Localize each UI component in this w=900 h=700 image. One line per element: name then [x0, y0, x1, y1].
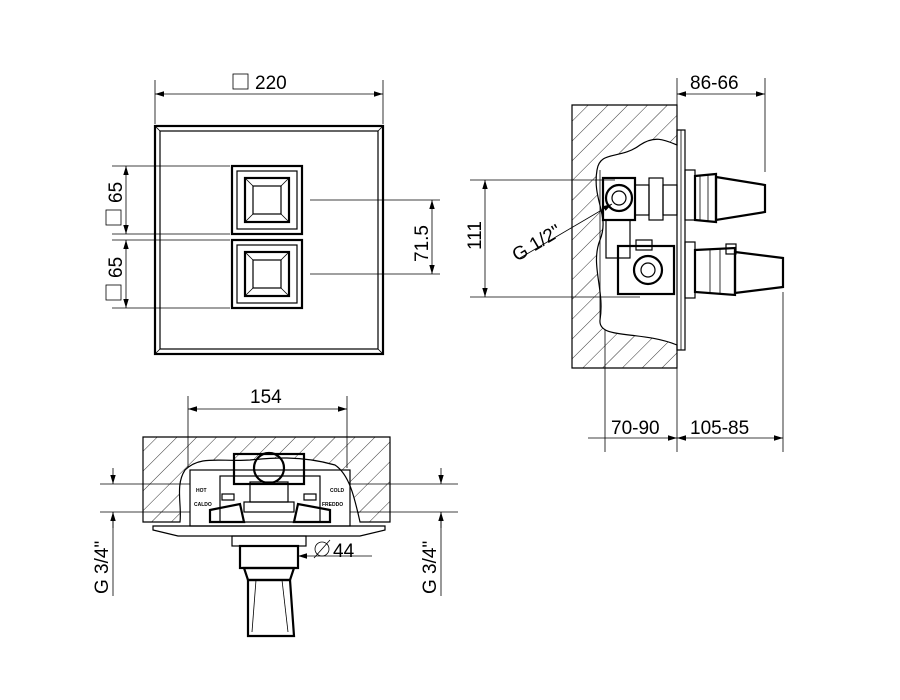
dim-wall-depth: 70-90	[611, 418, 660, 439]
front-view: 220 65 65 71.5	[105, 73, 440, 356]
cover-plate-top	[152, 525, 386, 537]
thread-inlet-left: G 3/4"	[92, 541, 113, 594]
dim-projection: 86-66	[690, 73, 739, 94]
wall-section-top	[142, 436, 391, 523]
dim-plate-width: 220	[255, 73, 287, 94]
dim-spout-diameter: 44	[333, 541, 355, 562]
lower-handle-side	[684, 241, 785, 299]
upper-handle	[230, 164, 304, 236]
top-view: HOT CALDO COLD FREDDO 154 44	[92, 387, 458, 638]
label-cold: COLD	[330, 488, 345, 494]
dim-handle-spacing: 71.5	[412, 225, 433, 262]
diameter-symbol	[314, 541, 330, 557]
upper-handle-side	[684, 169, 767, 224]
dim-inlet-spacing: 111	[465, 221, 486, 250]
square-symbol	[232, 73, 249, 90]
thread-inlet-right: G 3/4"	[420, 541, 441, 594]
label-hot: HOT	[196, 488, 207, 494]
label-hot-it: CALDO	[194, 502, 212, 508]
square-symbol	[105, 284, 122, 301]
lower-handle	[230, 238, 304, 310]
side-view: 86-66 111 G 1/2" 70-90 105-85	[465, 73, 785, 452]
handle-top	[231, 535, 307, 638]
label-cold-it: FREDDO	[322, 502, 343, 508]
valve-body-top: HOT CALDO COLD FREDDO	[189, 451, 351, 527]
square-symbol	[105, 209, 122, 226]
thread-connection: G 1/2"	[509, 221, 565, 266]
dim-top-inlet-spacing: 154	[250, 387, 282, 408]
wall-section	[571, 104, 678, 369]
dim-upper-handle: 65	[106, 182, 127, 203]
valve-body	[601, 176, 678, 296]
dim-handle-depth: 105-85	[690, 418, 749, 439]
dim-lower-handle: 65	[106, 257, 127, 278]
